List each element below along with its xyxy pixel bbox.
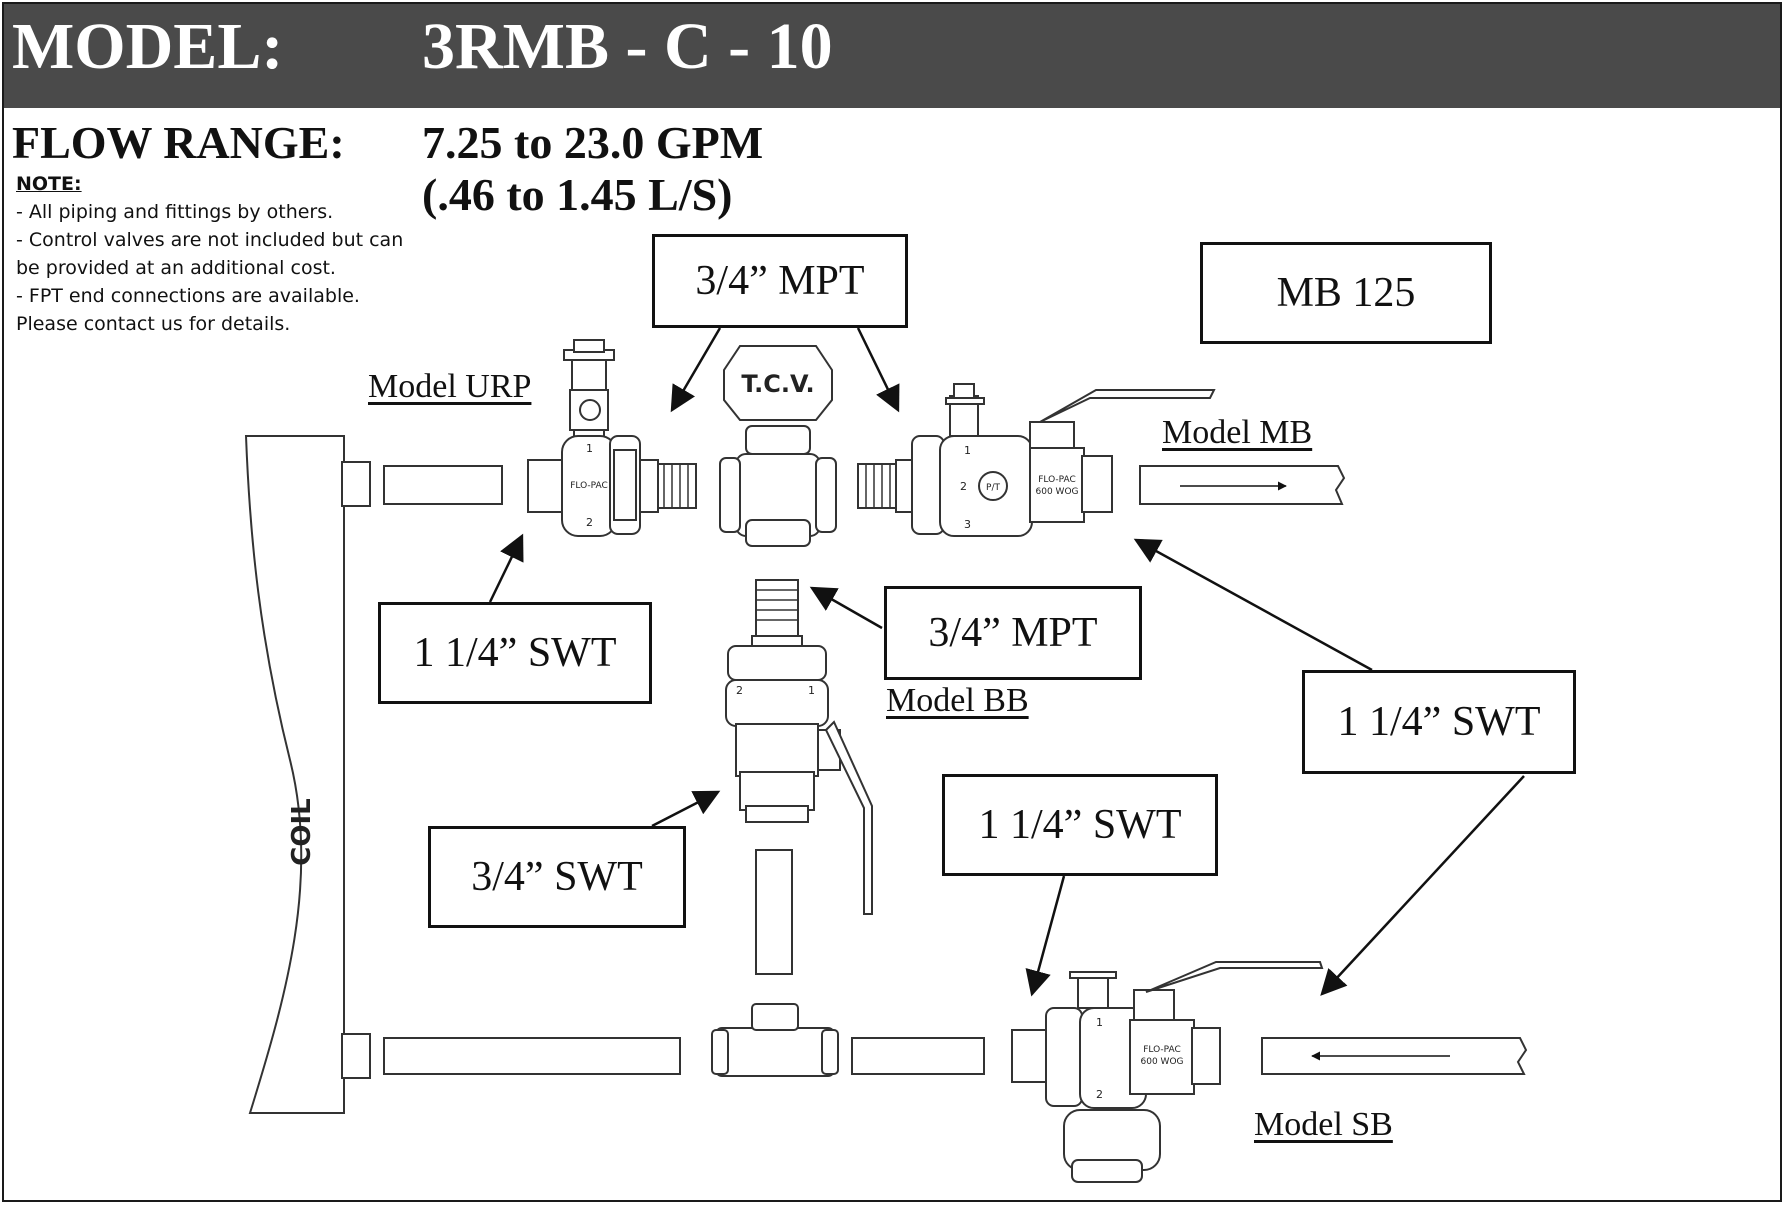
- note-block: NOTE: - All piping and fittings by other…: [16, 170, 403, 338]
- pipe-icon: [755, 849, 793, 975]
- note-line: Please contact us for details.: [16, 313, 291, 335]
- ball-valve-icon: 1 2 FLO-PAC 600 WOG: [1011, 961, 1324, 1183]
- model-label-mb: Model MB: [1162, 414, 1313, 451]
- note-line: - FPT end connections are available.: [16, 285, 360, 307]
- flow-range-gpm: 7.25 to 23.0 GPM: [422, 117, 764, 168]
- tcv-icon: T.C.V.: [719, 345, 837, 547]
- callout-swt-bottom: 1 1/4” SWT: [942, 774, 1218, 876]
- tee-fitting-icon: [711, 1003, 839, 1077]
- model-label-sb: Model SB: [1254, 1106, 1393, 1143]
- flow-range-ls: (.46 to 1.45 L/S): [422, 169, 733, 220]
- callout-swt-34: 3/4” SWT: [428, 826, 686, 928]
- callout-mpt-mid: 3/4” MPT: [884, 586, 1142, 680]
- urp-brand: FLO-PAC: [570, 481, 608, 491]
- urp-port-1: 1: [586, 442, 593, 455]
- mb-port-3: 3: [964, 518, 971, 531]
- sb-brand: FLO-PAC: [1143, 1045, 1181, 1055]
- bb-port-2: 2: [736, 684, 743, 697]
- pipe-icon: [1139, 465, 1346, 505]
- model-label-urp: Model URP: [368, 368, 532, 405]
- arrow-icon: [809, 586, 883, 630]
- sb-port-1: 1: [1096, 1016, 1103, 1029]
- arrow-icon: [1025, 875, 1066, 997]
- model-label-bb: Model BB: [886, 682, 1029, 719]
- coil-icon: COIL: [244, 435, 371, 1114]
- callout-swt-left: 1 1/4” SWT: [378, 602, 652, 704]
- sb-port-2: 2: [1096, 1088, 1103, 1101]
- sb-rating: 600 WOG: [1141, 1057, 1184, 1067]
- coil-label: COIL: [287, 798, 317, 865]
- ball-valve-icon: 2 1: [725, 579, 873, 915]
- callout-mb125: MB 125: [1200, 242, 1492, 344]
- note-title: NOTE:: [16, 173, 82, 195]
- mb-port-1: 1: [964, 444, 971, 457]
- arrow-icon: [670, 327, 722, 413]
- model-value: 3RMB - C - 10: [422, 10, 833, 83]
- mb-rating: 600 WOG: [1036, 487, 1079, 497]
- arrow-icon: [488, 533, 524, 603]
- mb-brand: FLO-PAC: [1038, 475, 1076, 485]
- mb-port-2: 2: [960, 480, 967, 493]
- header-bar: [2, 2, 1782, 108]
- union-icon: FLO-PAC 1 2: [527, 339, 697, 537]
- arrow-icon: [856, 327, 900, 413]
- pipe-icon: [383, 465, 503, 505]
- arrow-icon: [1320, 775, 1525, 996]
- pipe-icon: [383, 1037, 681, 1075]
- note-line: be provided at an additional cost.: [16, 257, 336, 279]
- ball-valve-icon: P/T 1 2 3 FLO-PAC 600 WOG: [857, 383, 1216, 537]
- urp-port-2: 2: [586, 516, 593, 529]
- arrow-icon: [651, 790, 721, 828]
- bb-port-1: 1: [808, 684, 815, 697]
- model-label: MODEL:: [12, 10, 284, 83]
- note-line: - Control valves are not included but ca…: [16, 229, 404, 251]
- pipe-icon: [851, 1037, 985, 1075]
- flow-range-label: FLOW RANGE:: [12, 117, 345, 168]
- tcv-label: T.C.V.: [741, 370, 814, 398]
- arrow-icon: [1133, 538, 1373, 672]
- callout-mpt-top: 3/4” MPT: [652, 234, 908, 328]
- pt-tag: P/T: [986, 483, 1000, 493]
- callout-swt-right: 1 1/4” SWT: [1302, 670, 1576, 774]
- note-line: - All piping and fittings by others.: [16, 201, 334, 223]
